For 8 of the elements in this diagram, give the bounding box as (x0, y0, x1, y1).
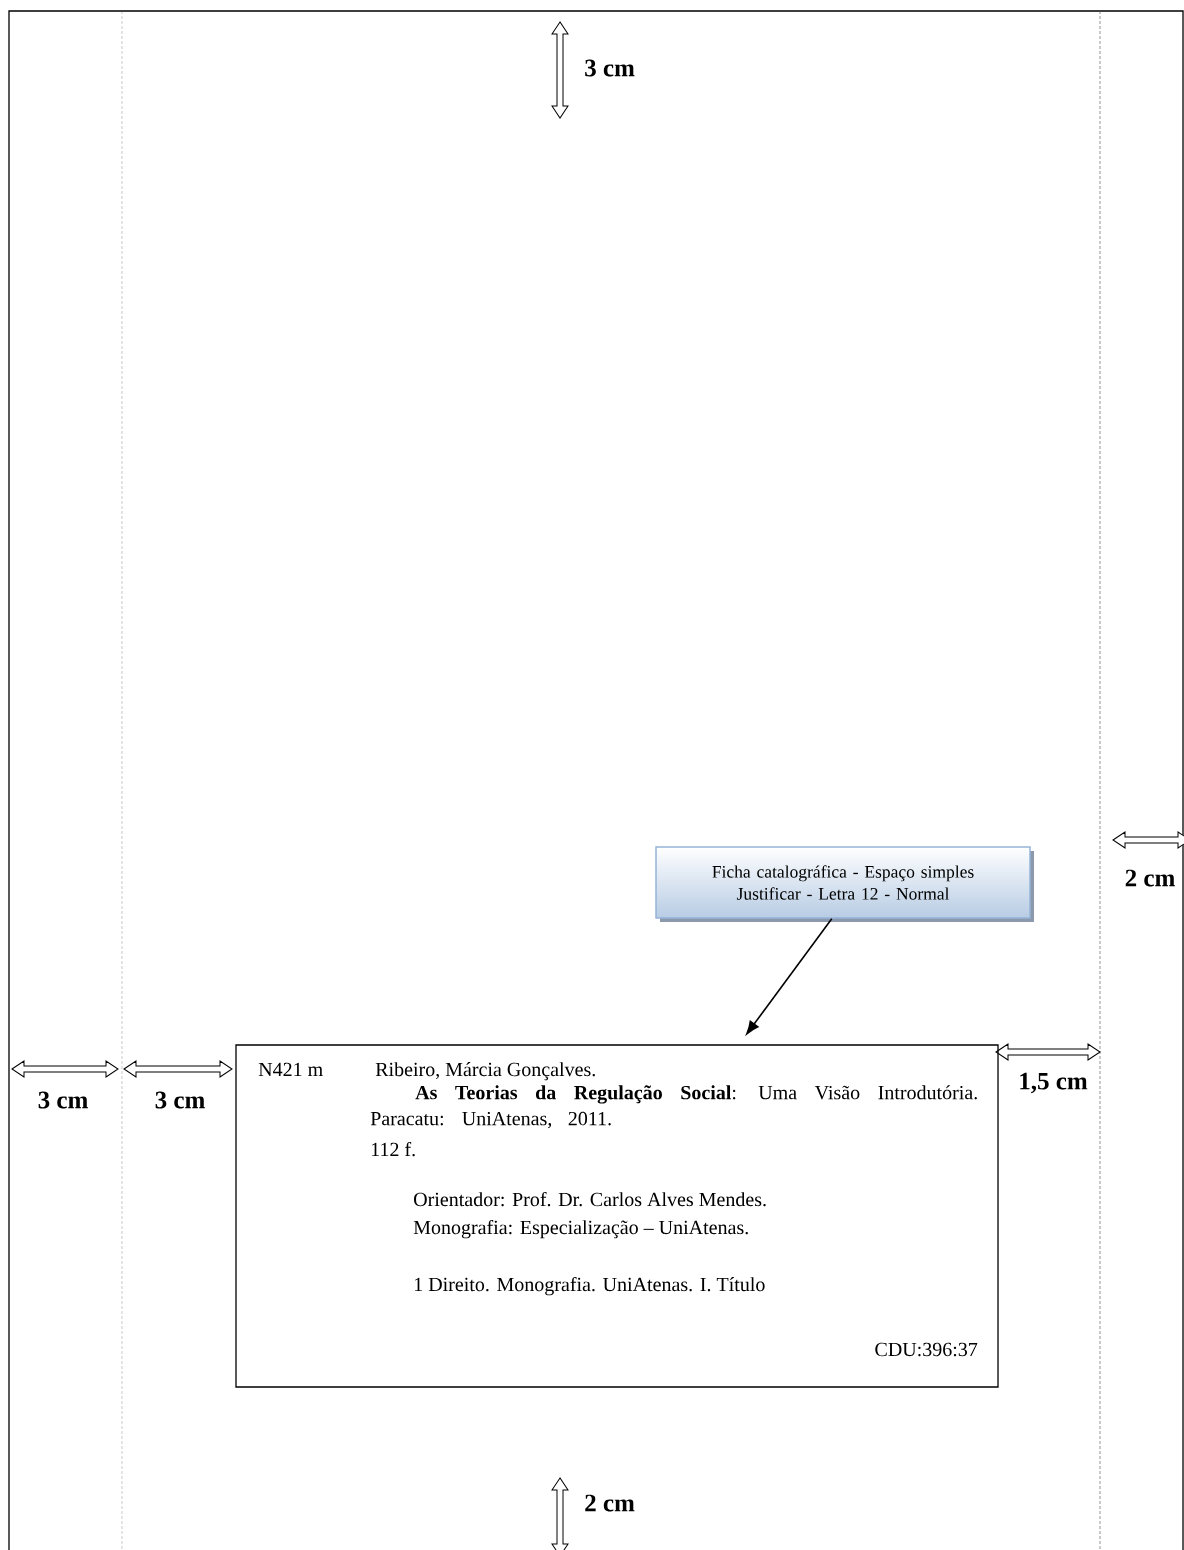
dimension-label: 2 cm (585, 1494, 635, 1512)
arrow (746, 917, 833, 1035)
dimension-label: 3 cm (38, 1091, 88, 1109)
dimension-label: 3 cm (155, 1091, 205, 1109)
dimension-label: 2 cm (1125, 869, 1175, 887)
catalog-card: N421 m Ribeiro, Márcia Gonçalves. As Teorias da Regulação Social: Uma Visão Introdutória. Paracatu: UniAtenas, 2011. 112 f. Orientador: Prof. Dr. Carlos Alves Mendes. Monografia: Especialização – UniAtenas. 1 Direito. Monografia. UniAtenas. I. Título CDU:396:37 (235, 1044, 999, 1388)
dimension-label: 3 cm (585, 59, 635, 77)
callout-box: Ficha catalográfica - Espaço simples Justificar - Letra 12 - Normal (655, 846, 1034, 922)
